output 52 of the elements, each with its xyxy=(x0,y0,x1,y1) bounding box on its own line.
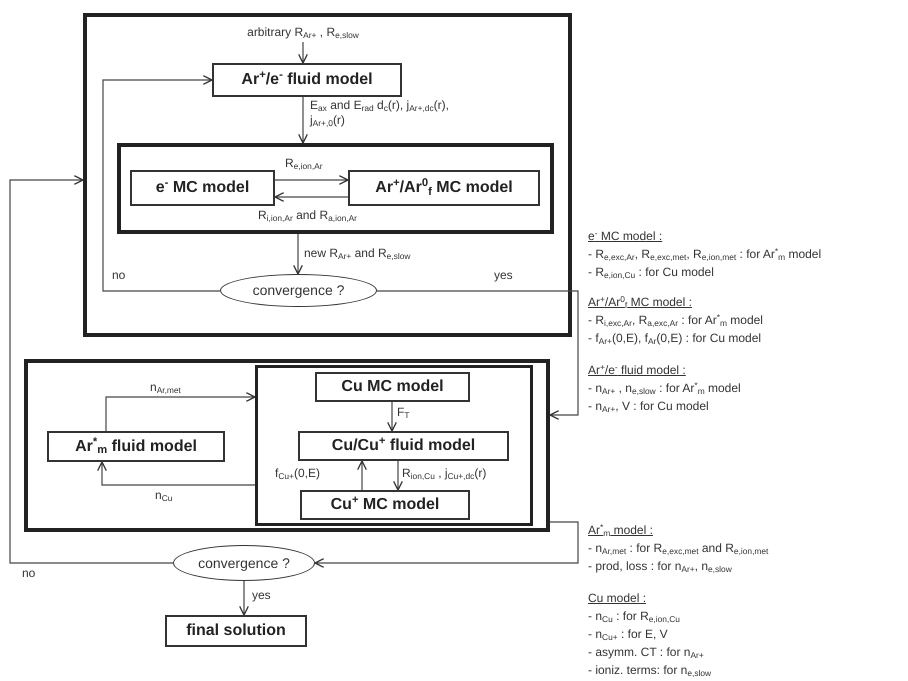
note-text: - n$_{Ar,met}$ : for R$_{e,exc,met}$ and R$_{e,ion,met}$ xyxy=(588,540,768,556)
model-box: Ar$^{+}$/e$^{-}$ fluid model xyxy=(212,63,402,97)
arrow xyxy=(386,402,398,432)
note-text: - R$_{e,exc,Ar}$, R$_{e,exc,met}$, R$_{e,ion,met}$ : for Ar$^{*}$$_{m}$ model xyxy=(588,246,822,262)
note-text: - n$_{Cu}$ : for R$_{e,ion,Cu}$ xyxy=(588,608,680,624)
arrow xyxy=(314,521,579,568)
arrow xyxy=(238,581,250,616)
note-text: - f$_{Ar+}$(0,E), f$_{Ar}$(0,E) : for Cu model xyxy=(588,330,762,346)
model-box: Ar$^{+}$/Ar$^{0}$$_{f}$ MC model xyxy=(348,170,540,206)
note-text: - prod, loss : for n$_{Ar+}$, n$_{e,slow}$ xyxy=(588,558,732,574)
decision-ellipse: convergence ? xyxy=(220,274,377,307)
arrow xyxy=(392,461,404,491)
model-box: Cu$^{+}$ MC model xyxy=(300,490,470,520)
input-note: arbitrary R$_{Ar+}$ , R$_{e,slow}$ xyxy=(213,22,393,42)
model-box: Cu/Cu$^{+}$ fluid model xyxy=(298,431,509,461)
note-text: - n$_{Ar+}$ , n$_{e,slow}$ : for Ar$^{*}$$_{m}$ model xyxy=(588,380,741,396)
note-heading: Ar$^{+}$/Ar$^{0}$$_{f}$ MC model : xyxy=(588,294,692,310)
model-box: e$^{-}$ MC model xyxy=(130,170,275,206)
arrow xyxy=(275,174,349,186)
edge-label: R$_{e,ion,Ar}$ xyxy=(285,156,323,171)
note-text: - asymm. CT : for n$_{Ar+}$ xyxy=(588,644,704,660)
arrow xyxy=(356,460,368,490)
arrow xyxy=(105,392,256,431)
edge-label: F$_{T}$ xyxy=(397,405,410,420)
arrow xyxy=(9,174,173,564)
arrow xyxy=(298,97,308,144)
decision-ellipse: convergence ? xyxy=(173,545,315,581)
edge-label: R$_{ion,Cu}$ , j$_{Cu+,dc}$(r) xyxy=(402,466,486,481)
note-text: - R$_{i,exc,Ar}$, R$_{a,exc,Ar}$ : for Ar$^{*}$$_{m}$ model xyxy=(588,312,763,328)
group-frame xyxy=(24,359,550,532)
note-heading: Cu model : xyxy=(588,590,646,606)
arrow xyxy=(274,192,348,202)
arrow xyxy=(96,461,255,486)
arrow xyxy=(377,290,579,420)
group-frame xyxy=(255,365,533,526)
arrow xyxy=(298,42,308,64)
arrow xyxy=(292,234,304,275)
note-heading: Ar$^{*}$$_{m}$ model : xyxy=(588,522,653,538)
note-text: - n$_{Ar+}$, V : for Cu model xyxy=(588,398,709,414)
model-box: Ar$^{*}$$_{m}$ fluid model xyxy=(47,431,225,462)
note-text: - ioniz. terms: for n$_{e,slow}$ xyxy=(588,662,712,678)
edge-label: new R$_{Ar+}$ and R$_{e,slow}$ xyxy=(304,246,410,261)
group-frame xyxy=(117,143,554,234)
note-text: - n$_{Cu+}$ : for E, V xyxy=(588,626,668,642)
edge-label: R$_{i,ion,Ar}$ and R$_{a,ion,Ar}$ xyxy=(258,208,357,223)
model-box: final solution xyxy=(165,615,307,647)
model-box: Cu MC model xyxy=(315,372,470,402)
note-heading: Ar$^{+}$/e$^{-}$ fluid model : xyxy=(588,362,686,378)
note-heading: e$^{-}$ MC model : xyxy=(588,228,662,244)
arrow xyxy=(102,74,220,292)
note-text: - R$_{e,ion,Cu}$ : for Cu model xyxy=(588,264,714,280)
edge-label: f$_{Cu+}$(0,E) xyxy=(275,466,320,481)
